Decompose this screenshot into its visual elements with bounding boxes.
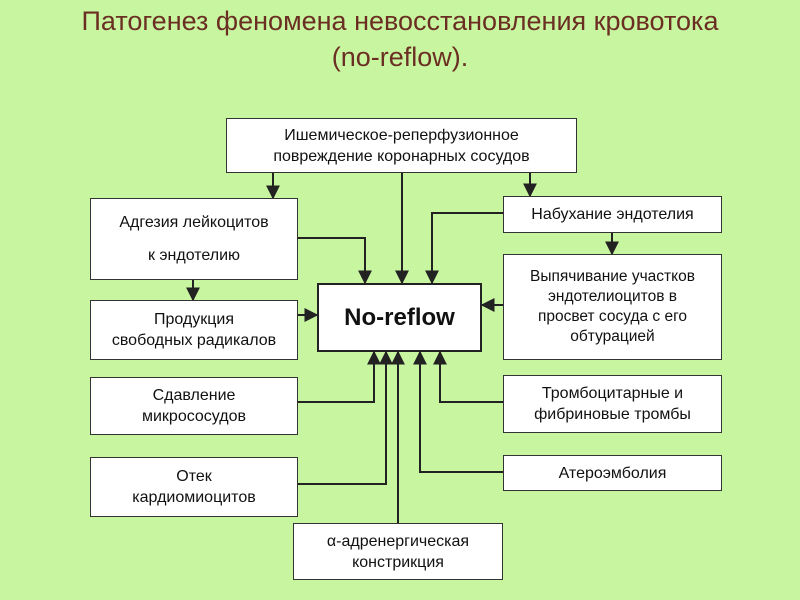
arrow-adhesion-to-center <box>298 237 372 285</box>
node-line: Отек <box>176 468 212 485</box>
node-atheroembolism: Атероэмболия <box>503 455 722 491</box>
node-line: фибриновые тромбы <box>534 406 691 423</box>
node-line: No-reflow <box>344 304 455 331</box>
arrow-edema-to-center <box>298 350 393 485</box>
node-line: Адгезия лейкоцитов <box>119 214 269 231</box>
node-endothelial-protrusion: Выпячивание участков эндотелиоцитов в пр… <box>503 254 722 360</box>
node-line: Тромбоцитарные и <box>541 385 684 402</box>
node-line: Ишемическое-реперфузионное <box>284 126 519 144</box>
diagram-title-line2: (no-reflow). <box>331 42 469 72</box>
node-line: к эндотелию <box>147 247 241 264</box>
node-cardiomyocyte-edema: Отек кардиомиоцитов <box>90 457 298 517</box>
arrow-atheroemboly-to-center <box>413 350 503 473</box>
node-line: Выпячивание участков <box>530 268 695 285</box>
node-no-reflow: No-reflow <box>317 283 482 352</box>
node-line: свободных радикалов <box>111 332 277 349</box>
node-alpha-adrenergic-constriction: α-адренергическая констрикция <box>293 523 503 580</box>
node-line: просвет сосуда с его <box>537 308 688 325</box>
node-platelet-fibrin-thrombi: Тромбоцитарные и фибриновые тромбы <box>503 375 722 433</box>
node-line: кардиомиоцитов <box>132 489 256 506</box>
diagram-title-line1: Патогенез феномена невосстановления кров… <box>81 6 719 36</box>
node-line: Продукция <box>153 311 235 328</box>
arrow-compression-to-center <box>298 350 381 403</box>
node-microvessel-compression: Сдавление микрососудов <box>90 377 298 435</box>
node-line: α-адренергическая <box>326 532 470 550</box>
node-line: Сдавление <box>152 387 236 404</box>
node-line: повреждение коронарных сосудов <box>273 147 530 165</box>
arrow-swelling-to-center <box>425 212 503 285</box>
node-line: обтурацией <box>570 328 655 345</box>
node-leukocyte-adhesion: Адгезия лейкоцитов к эндотелию <box>90 198 298 280</box>
node-line: микрососудов <box>141 408 246 425</box>
node-line: констрикция <box>352 553 444 571</box>
arrow-thrombi-to-center <box>433 350 503 403</box>
node-line: эндотелиоцитов в <box>547 288 677 305</box>
node-line: Атероэмболия <box>558 464 667 482</box>
node-ischemic-reperfusion-injury: Ишемическое-реперфузионное повреждение к… <box>226 118 577 173</box>
node-line: Набухание эндотелия <box>531 206 694 223</box>
node-free-radicals: Продукция свободных радикалов <box>90 300 298 360</box>
node-endothelial-swelling: Набухание эндотелия <box>503 196 722 233</box>
